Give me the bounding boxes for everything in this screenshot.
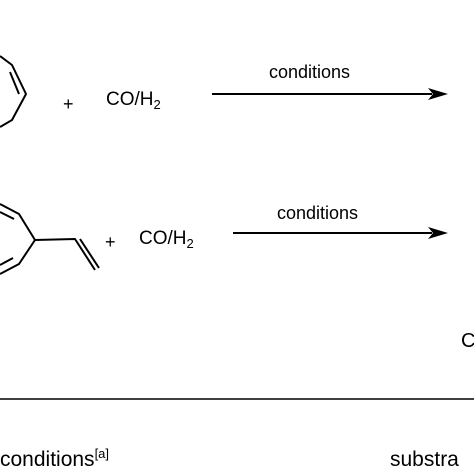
arrow-label-1: conditions	[269, 62, 351, 82]
reaction-arrow-1	[212, 88, 448, 100]
footnote-marker: [a]	[94, 446, 110, 461]
reagent-main-1: CO/H	[106, 89, 154, 110]
header-conditions: conditions[a]	[0, 446, 110, 471]
reagent-subscript-2: 2	[186, 236, 194, 251]
reagent-subscript-1: 2	[153, 97, 161, 112]
ring-structure-1	[0, 55, 27, 128]
plus-sign-1: +	[63, 94, 74, 114]
plus-sign-2: +	[105, 232, 116, 252]
reagent-main-2: CO/H	[139, 228, 187, 249]
header-conditions-text: conditions	[0, 448, 95, 471]
arrow-label-2: conditions	[277, 203, 359, 223]
reaction-arrow-2	[233, 227, 448, 239]
header-substrate: substra	[390, 448, 459, 471]
right-fragment-label: C	[461, 330, 474, 352]
reagent-co-h2-1: CO/H2	[106, 89, 161, 112]
styrene-structure	[0, 203, 100, 275]
reagent-co-h2-2: CO/H2	[139, 228, 194, 251]
